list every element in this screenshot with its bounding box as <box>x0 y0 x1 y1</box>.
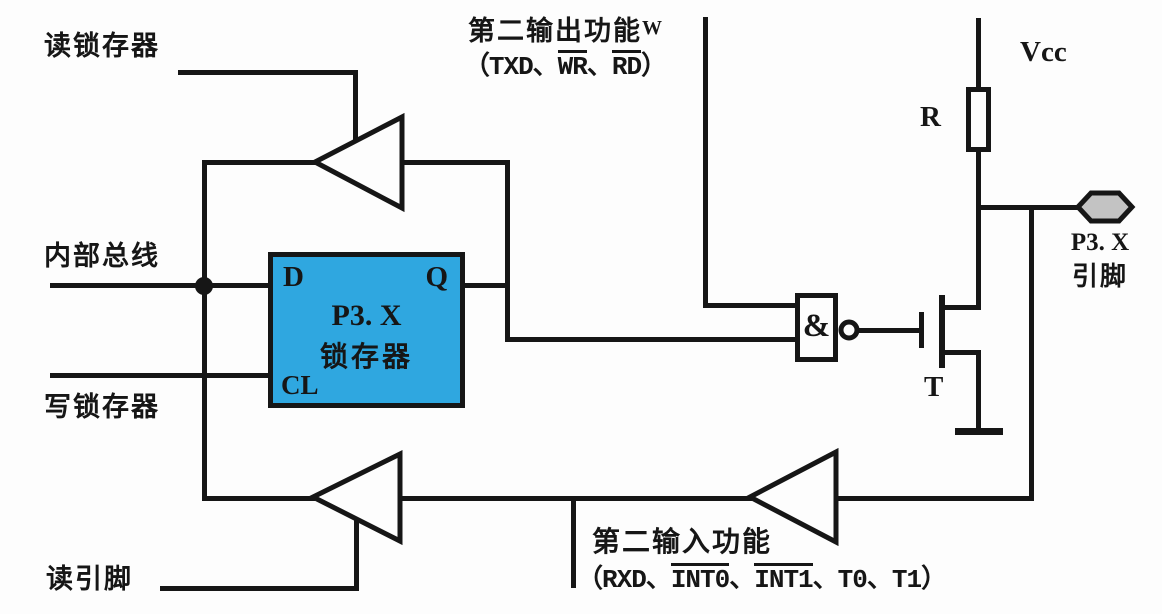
wire-read-latch <box>178 70 358 75</box>
wire-fet-drain <box>944 305 980 310</box>
wire-read-pin <box>160 586 358 591</box>
latch-title-line1: P3. X <box>331 299 402 332</box>
nand-gate: & <box>795 293 838 362</box>
pin-terminal <box>1074 190 1136 224</box>
second-input-signals: （RXD、INT0、INT1、T0、T1） <box>577 563 947 595</box>
second-input-title: 第二输入功能 <box>592 527 773 558</box>
int1-overlined: INT1 <box>754 563 814 595</box>
wire-nand-lower-input <box>505 337 795 342</box>
wire-nand-upper-input <box>705 303 795 308</box>
wire-write-latch <box>50 373 268 378</box>
second-output-w: W <box>642 17 662 39</box>
wire-internal-bus <box>50 283 268 288</box>
second-output-title: 第二输出功能W <box>468 16 662 46</box>
latch-title: P3. X 锁存器 <box>273 299 460 375</box>
resistor-label: R <box>920 101 941 133</box>
internal-bus-label: 内部总线 <box>44 241 160 271</box>
wire-second-output-drop <box>703 17 708 308</box>
rd-overlined: RD <box>611 50 642 83</box>
wire-left-rail <box>202 160 207 501</box>
wire-source-to-ground <box>976 350 981 430</box>
wr-overlined: WR <box>557 50 588 83</box>
pin-label: P3. X 引脚 <box>1058 229 1142 292</box>
read-pin-label: 读引脚 <box>46 564 133 594</box>
ground-bar <box>955 428 1003 435</box>
wire-left-buffer-output <box>204 496 315 501</box>
transistor-label: T <box>924 371 944 403</box>
latch-pin-d: D <box>283 261 304 293</box>
latch-pin-cl: CL <box>281 370 319 400</box>
wire-latch-q-output <box>465 283 510 288</box>
wire-pin-rail <box>1029 205 1034 501</box>
wire-top-buffer-input <box>400 160 510 165</box>
wire-fet-source <box>944 350 980 355</box>
wire-resistor-to-drain <box>976 150 981 310</box>
wire-buffer-link <box>400 496 752 501</box>
pin-word: 引脚 <box>1071 261 1128 291</box>
int0-overlined: INT0 <box>670 563 730 595</box>
write-latch-label: 写锁存器 <box>44 392 160 422</box>
read-latch-buffer <box>309 112 405 213</box>
nand-gate-symbol: & <box>802 308 831 344</box>
wire-right-buffer-input <box>836 496 1033 501</box>
second-output-function-label: 第二输出功能W （TXD、WR、RD） <box>420 16 710 83</box>
p3x-latch-box: D Q CL P3. X 锁存器 <box>268 252 465 408</box>
second-output-signals: （TXD、WR、RD） <box>463 50 667 83</box>
wire-top-buffer-output <box>204 160 317 165</box>
wire-read-latch-drop <box>353 70 358 148</box>
latch-title-line2: 锁存器 <box>319 342 413 373</box>
wire-vcc-drop <box>976 18 981 90</box>
pullup-resistor <box>966 87 991 152</box>
latch-pin-q: Q <box>425 261 448 293</box>
fet-gate-bar <box>919 312 924 348</box>
wire-q-rail <box>505 160 510 342</box>
wire-input-label-tick <box>571 496 576 588</box>
pin-name: P3. X <box>1070 229 1130 256</box>
vcc-label: Vcc <box>1020 36 1067 68</box>
wire-nand-output <box>855 328 921 333</box>
wire-read-pin-rise <box>354 513 359 591</box>
fet-channel-bar <box>939 295 945 368</box>
read-latch-label: 读锁存器 <box>44 31 160 61</box>
